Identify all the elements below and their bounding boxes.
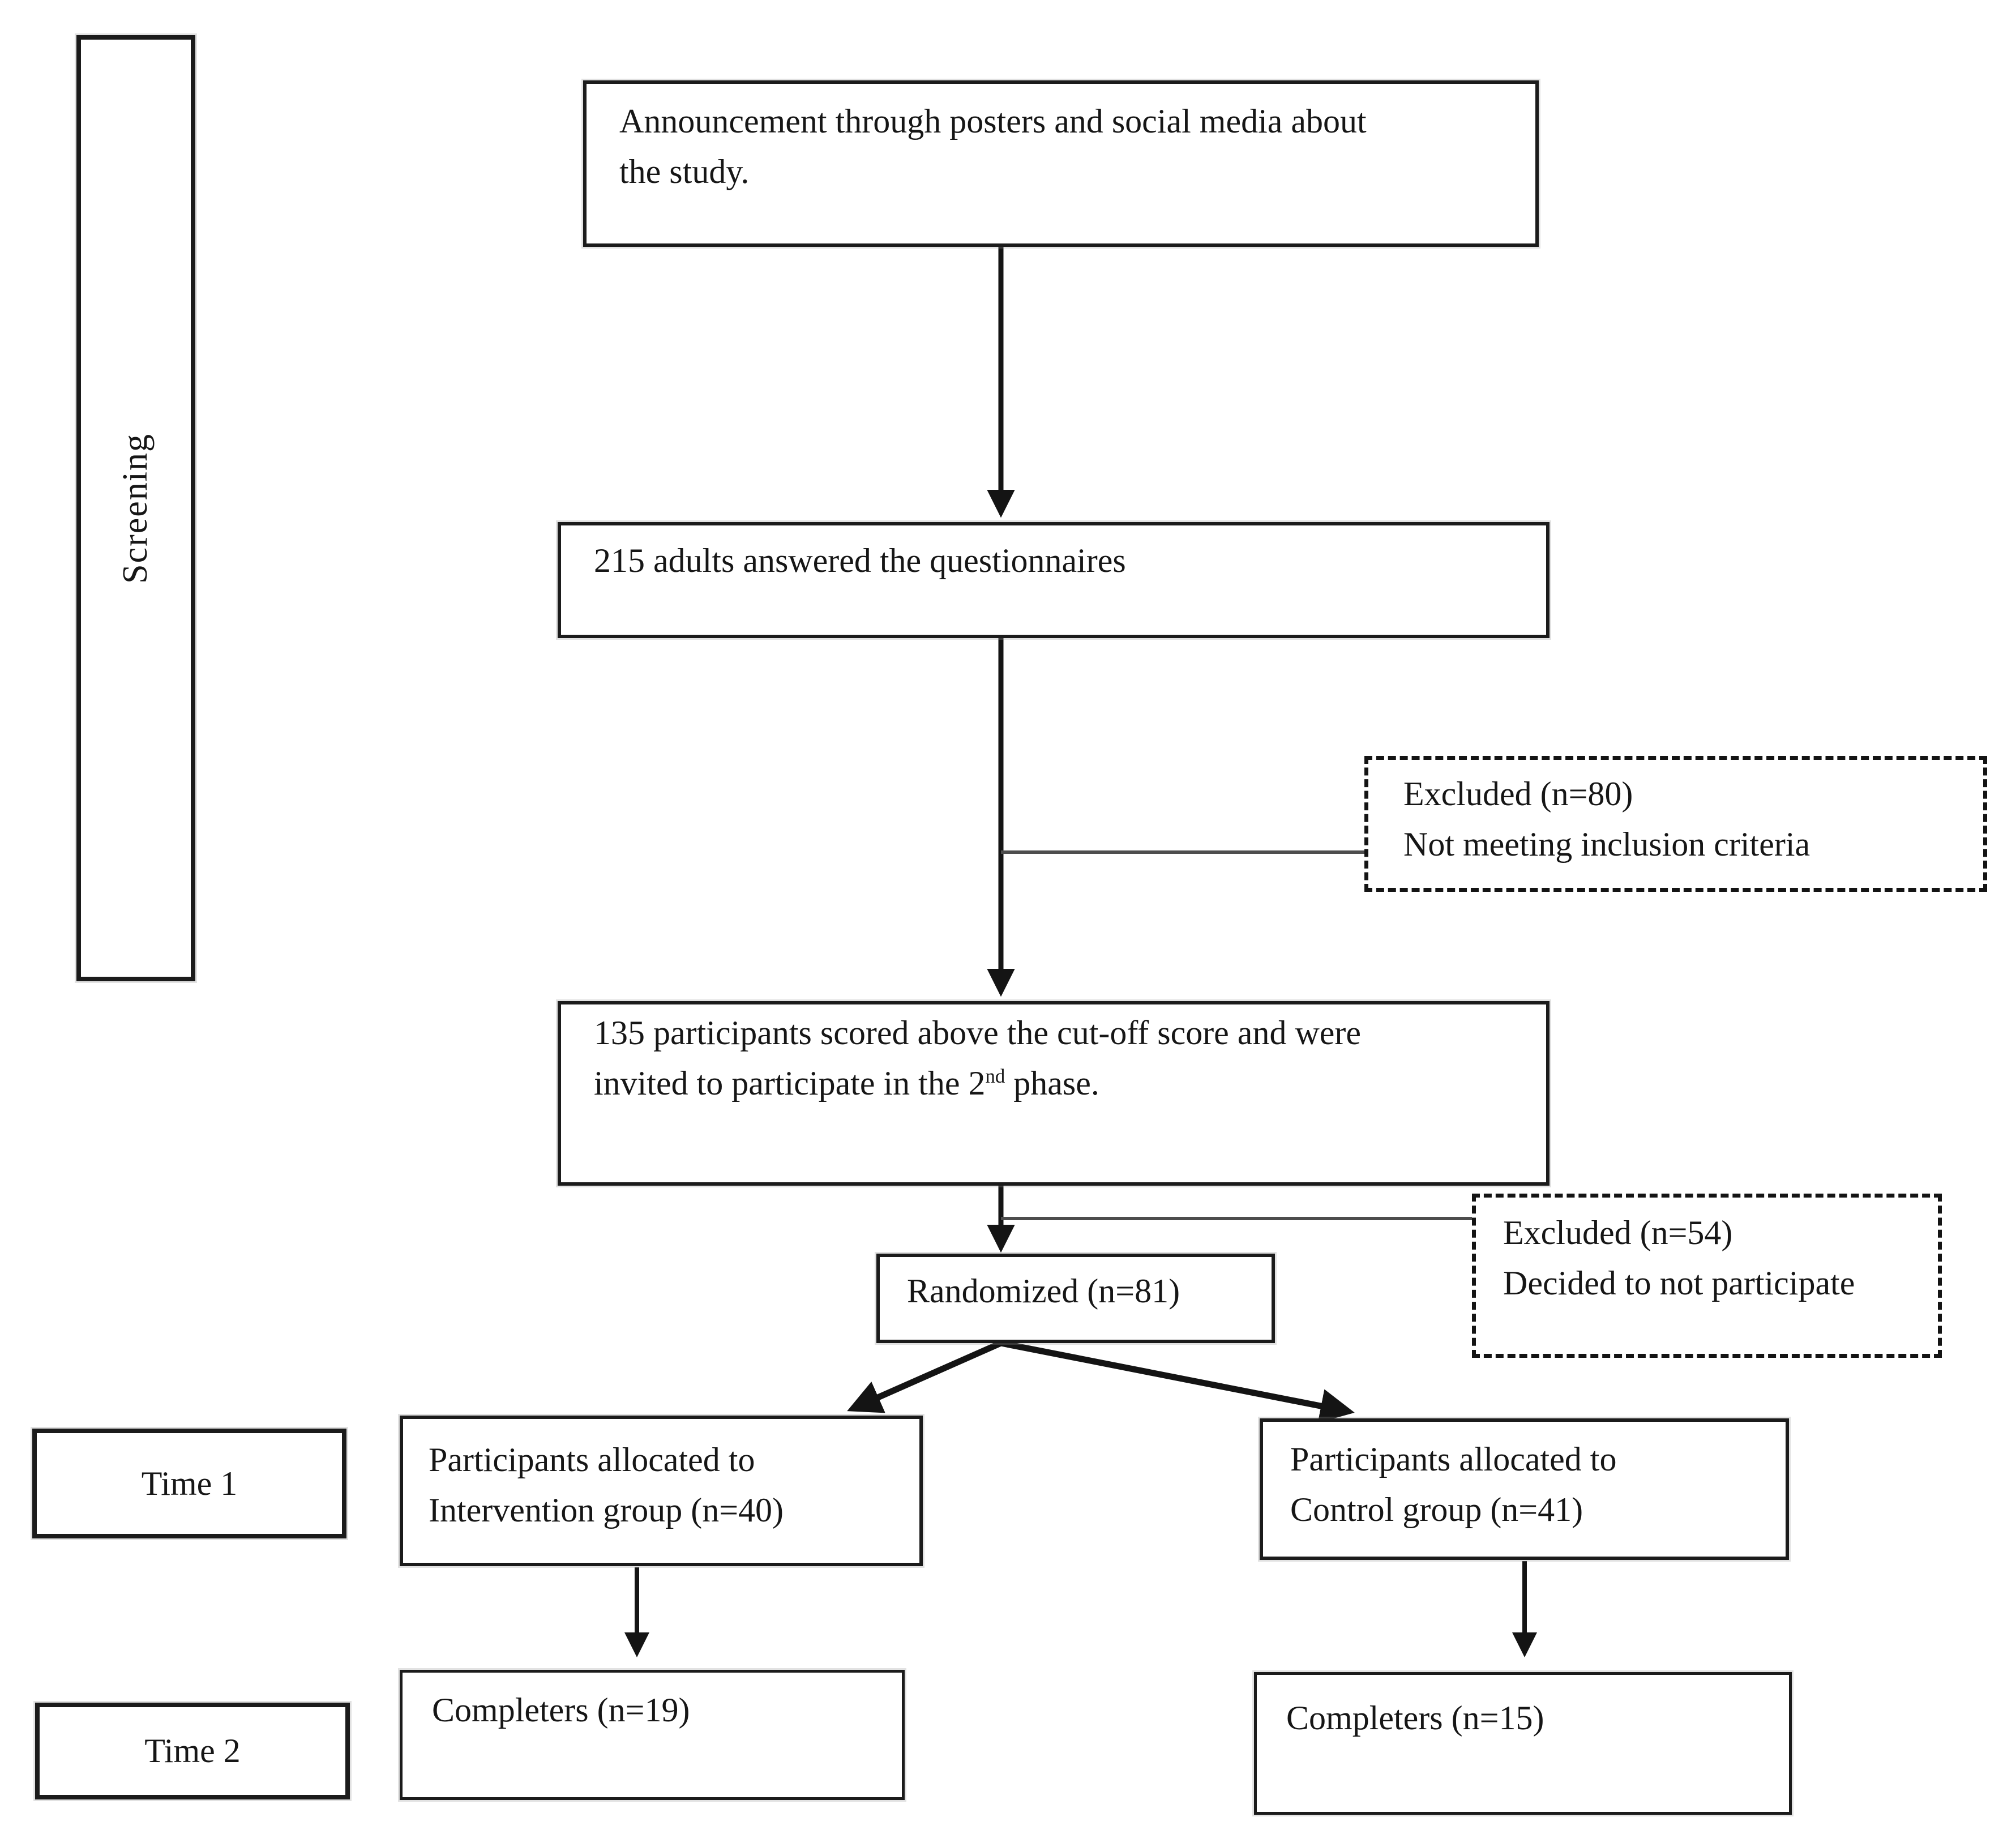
box-questionnaires-text: 215 adults answered the questionnaires (594, 542, 1126, 579)
box-excluded-randomization-line-1: Excluded (n=54) (1503, 1214, 1733, 1251)
box-control-line-2: Control group (n=41) (1290, 1490, 1583, 1528)
box-excluded-screening-line-2: Not meeting inclusion criteria (1403, 825, 1810, 863)
box-cutoff-line-2-post: phase. (1005, 1064, 1099, 1102)
box-cutoff-line-2-pre: invited to participate in the 2 (594, 1064, 986, 1102)
phase-box-time1: Time 1 (32, 1429, 346, 1538)
box-control: Participants allocated to Control group … (1260, 1418, 1789, 1560)
box-announcement-line-2: the study. (619, 152, 750, 190)
box-excluded-screening: Excluded (n=80) Not meeting inclusion cr… (1364, 756, 1987, 892)
phase-label-screening: Screening (116, 433, 155, 584)
box-completers-control-text: Completers (n=15) (1286, 1699, 1544, 1737)
arrow-randomized-to-intervention (847, 1340, 1003, 1413)
box-completers-control: Completers (n=15) (1254, 1672, 1792, 1815)
box-questionnaires: 215 adults answered the questionnaires (558, 522, 1550, 638)
box-completers-intervention-text: Completers (n=19) (432, 1691, 690, 1729)
box-excluded-randomization: Excluded (n=54) Decided to not participa… (1472, 1194, 1942, 1358)
box-cutoff-ordinal-suffix: nd (985, 1065, 1005, 1087)
box-cutoff-line-2: invited to participate in the 2nd phase. (594, 1058, 1523, 1109)
box-control-line-1: Participants allocated to (1290, 1440, 1617, 1478)
box-announcement: Announcement through posters and social … (583, 80, 1539, 247)
box-cutoff: 135 participants scored above the cut-of… (558, 1001, 1550, 1186)
box-excluded-screening-line-1: Excluded (n=80) (1403, 775, 1633, 813)
box-intervention: Participants allocated to Intervention g… (400, 1416, 923, 1566)
box-cutoff-line-1: 135 participants scored above the cut-of… (594, 1014, 1362, 1051)
phase-label-time2: Time 2 (144, 1732, 241, 1770)
phase-label-time1: Time 1 (141, 1464, 238, 1502)
box-intervention-line-1: Participants allocated to (429, 1441, 755, 1478)
box-excluded-randomization-line-2: Decided to not participate (1503, 1264, 1855, 1302)
arrow-randomized-to-control (1000, 1340, 1355, 1423)
box-completers-intervention: Completers (n=19) (400, 1670, 905, 1800)
box-randomized-text: Randomized (n=81) (907, 1272, 1180, 1310)
phase-box-time2: Time 2 (35, 1703, 350, 1799)
box-announcement-line-1: Announcement through posters and social … (619, 102, 1367, 140)
box-randomized: Randomized (n=81) (876, 1254, 1275, 1343)
phase-box-screening: Screening (76, 35, 195, 981)
box-intervention-line-2: Intervention group (n=40) (429, 1491, 784, 1529)
